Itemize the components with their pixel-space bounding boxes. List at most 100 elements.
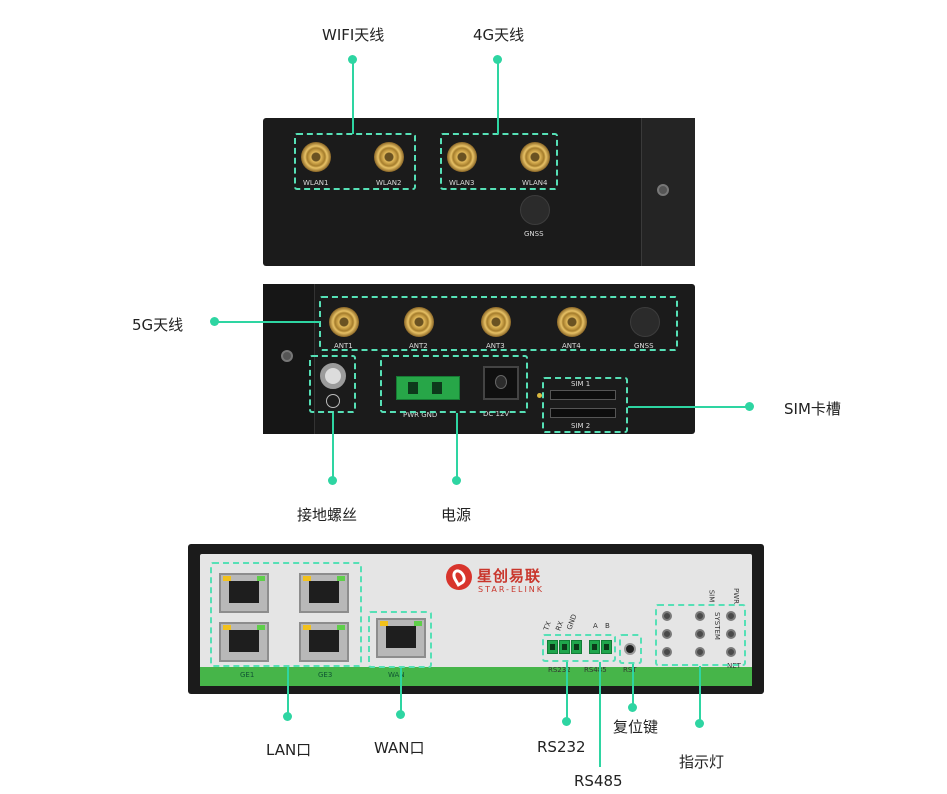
rs485-callout-line <box>599 662 601 767</box>
rs232-callout-line <box>566 662 568 720</box>
wan-port <box>376 618 426 658</box>
indicator-led <box>662 611 672 621</box>
sim-slot-callout: SIM卡槽 <box>784 400 841 418</box>
5g-antenna-callout: 5G天线 <box>132 316 184 334</box>
reset-button-icon <box>624 643 636 655</box>
ground-screw-callout: 接地螺丝 <box>297 506 358 524</box>
rs232-rx-terminal <box>559 640 570 654</box>
lan-callout-dot <box>283 712 292 721</box>
gnss-label-top: GNSS <box>524 230 544 238</box>
rst-label: RST <box>623 666 637 674</box>
ground-jack-icon <box>320 363 346 389</box>
4g-callout-dot <box>493 55 502 64</box>
wlan4-connector-icon <box>520 142 550 172</box>
wan-callout-dot <box>396 710 405 719</box>
gnss-connector-icon <box>630 307 660 337</box>
4g-antenna-callout: 4G天线 <box>473 26 525 44</box>
rs232-gnd-terminal <box>571 640 582 654</box>
ant2-connector-icon <box>404 307 434 337</box>
rs232-callout-dot <box>562 717 571 726</box>
ant4-connector-icon <box>557 307 587 337</box>
gnss-connector-icon <box>520 195 550 225</box>
rs232-panel-label: RS232 <box>548 666 571 674</box>
wlan1-label: WLAN1 <box>303 179 329 187</box>
ant1-connector-icon <box>329 307 359 337</box>
serial-label-b: B <box>605 622 610 630</box>
indicator-led <box>662 647 672 657</box>
sim-callout-line <box>628 406 748 408</box>
rs485-callout: RS485 <box>574 772 623 790</box>
rs485-b-terminal <box>601 640 612 654</box>
wan-callout: WAN口 <box>374 739 425 757</box>
indicator-callout-dot <box>695 719 704 728</box>
wlan3-connector-icon <box>447 142 477 172</box>
power-terminal-block <box>396 376 460 400</box>
5g-highlight-box <box>319 296 678 351</box>
indicator-led <box>695 647 705 657</box>
rs485-a-terminal <box>589 640 600 654</box>
serial-label-a: A <box>593 622 598 630</box>
ant1-label: ANT1 <box>334 342 353 350</box>
wifi-callout-line <box>352 60 354 134</box>
ground-highlight-box <box>309 355 356 413</box>
rs232-callout: RS232 <box>537 738 586 756</box>
reset-key-callout: 复位键 <box>613 718 659 736</box>
indicator-callout-line <box>699 666 701 721</box>
wifi-antenna-callout: WIFI天线 <box>322 26 385 44</box>
4g-callout-line <box>497 60 499 134</box>
dc-12v-label: DC 12V <box>483 410 510 418</box>
rs485-panel-label: RS485 <box>584 666 607 674</box>
led-label-pwr: PWR <box>732 587 741 605</box>
indicator-led <box>726 611 736 621</box>
gnss-label-mid: GNSS <box>634 342 654 350</box>
lan-port-ge1 <box>219 573 269 613</box>
led-label-net: NET <box>727 662 741 670</box>
power-callout-dot <box>452 476 461 485</box>
star-elink-logo-icon <box>446 564 472 590</box>
reset-highlight-box <box>619 634 642 664</box>
lan-callout: LAN口 <box>266 741 312 759</box>
reset-callout-line <box>632 664 634 706</box>
screw-icon <box>657 184 669 196</box>
top-antenna-panel <box>263 118 695 266</box>
ground-callout-line <box>332 413 334 479</box>
sim1-slot <box>550 390 616 400</box>
sim-callout-dot <box>745 402 754 411</box>
power-highlight-box <box>380 355 528 413</box>
pwr-gnd-label: PWR GND <box>403 411 438 419</box>
wan-callout-line <box>400 668 402 714</box>
ant4-label: ANT4 <box>562 342 581 350</box>
serial-highlight-box <box>542 634 616 662</box>
indicator-highlight-box <box>655 604 746 666</box>
power-callout-line <box>456 413 458 479</box>
wlan1-connector-icon <box>301 142 331 172</box>
panel-left-bracket <box>263 284 315 434</box>
lan-port-ge2 <box>219 622 269 662</box>
sim-indicator-led <box>537 393 542 398</box>
ant3-connector-icon <box>481 307 511 337</box>
lan-highlight-box <box>210 562 362 667</box>
rs232-tx-terminal <box>547 640 558 654</box>
4g-highlight-box <box>440 133 558 190</box>
indicator-callout: 指示灯 <box>679 753 725 771</box>
power-pin-icon <box>408 382 418 394</box>
led-label-sim: SIM <box>707 589 716 603</box>
wlan2-connector-icon <box>374 142 404 172</box>
indicator-led <box>662 629 672 639</box>
power-pin-icon <box>432 382 442 394</box>
wifi-callout-dot <box>348 55 357 64</box>
lan-port-ge3 <box>299 573 349 613</box>
indicator-led <box>695 611 705 621</box>
lan-port-ge4 <box>299 622 349 662</box>
screw-icon <box>281 350 293 362</box>
wan-label: WAN <box>388 671 405 679</box>
indicator-led <box>695 629 705 639</box>
reset-callout-dot <box>628 703 637 712</box>
front-panel-stripe <box>200 667 752 686</box>
indicator-led <box>726 647 736 657</box>
ant3-label: ANT3 <box>486 342 505 350</box>
wlan4-label: WLAN4 <box>522 179 548 187</box>
ground-callout-dot <box>328 476 337 485</box>
wan-highlight-box <box>368 611 432 668</box>
ge3-label: GE3 <box>318 671 333 679</box>
